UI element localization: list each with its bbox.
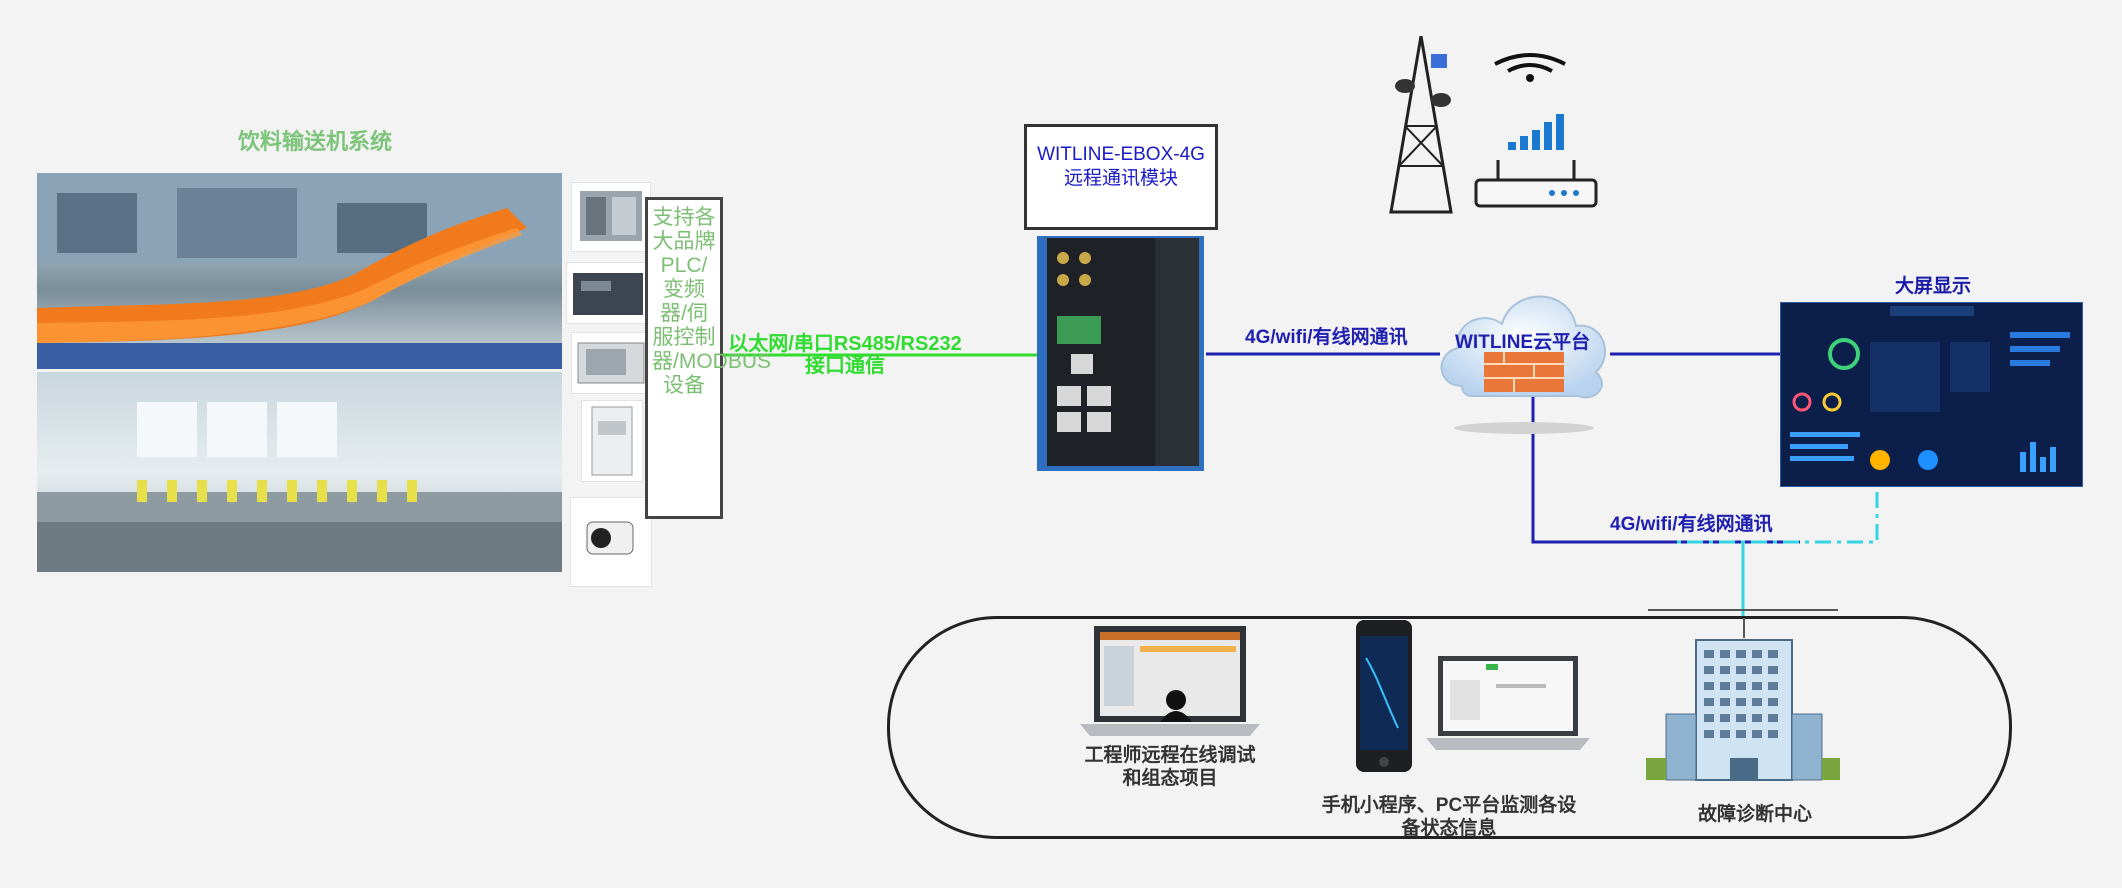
cloud-platform-icon [1432,276,1616,436]
hmi-panel-icon [571,332,651,394]
inverter-icon [566,262,651,324]
plc-module-icon [571,182,651,252]
ebox-device [1037,236,1204,471]
dashboard-screen [1779,301,2084,488]
supported-devices-text: 支持各大品牌PLC/变频器/伺服控制器/MODBUS设备 [652,206,772,397]
engineer-caption: 工程师远程在线调试和组态项目 [1084,745,1256,789]
system-title: 饮料输送机系统 [238,129,393,154]
module-label-box: WITLINE-EBOX-4G远程通讯模块 [1024,124,1218,230]
cloud-clients-link-label: 4G/wifi/有线网通讯 [1610,514,1773,535]
big-screen-title: 大屏显示 [1895,276,1972,297]
smartphone-icon [1354,618,1414,774]
cell-tower-icon [1385,35,1457,216]
bottling-line-photo [37,372,562,572]
camera-icon [570,497,652,587]
diagnosis-caption: 故障诊断中心 [1697,804,1812,825]
power-meter-icon [581,400,643,482]
signal-bars-icon [1508,114,1568,150]
cloud-platform-label: WITLINE云平台 [1455,332,1591,353]
conveyor-photo-top [37,173,562,369]
ethernet-serial-link-label: 以太网/串口RS485/RS232接口通信 [728,333,962,377]
router-icon [1472,158,1600,210]
pc-laptop-icon [1426,654,1590,754]
module-cloud-link-label: 4G/wifi/有线网通讯 [1245,327,1408,348]
mobile-pc-caption: 手机小程序、PC平台监测各设备状态信息 [1321,795,1577,839]
diagnosis-building-icon [1646,618,1840,786]
supported-devices-label: 支持各大品牌PLC/变频器/伺服控制器/MODBUS设备 [645,197,771,519]
engineer-laptop-icon [1080,624,1260,740]
module-label: WITLINE-EBOX-4G远程通讯模块 [1037,144,1205,189]
wifi-icon [1490,52,1570,82]
